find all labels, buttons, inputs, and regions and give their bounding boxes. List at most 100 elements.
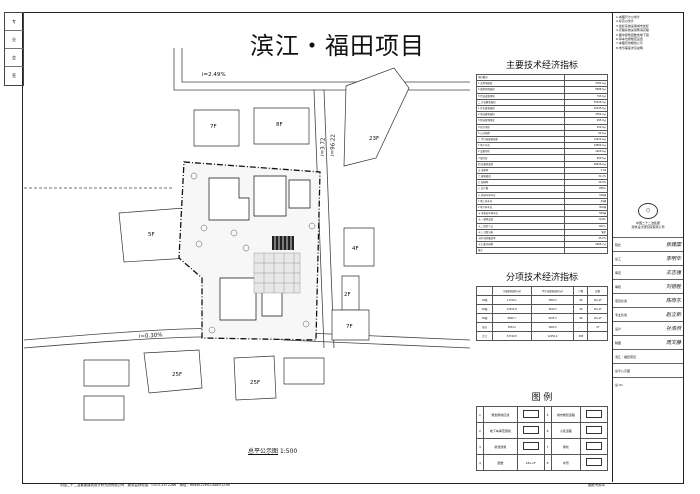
role-label: 项目负责 (615, 298, 628, 303)
role-label: 制图 (615, 340, 622, 345)
legend-number: 2 (476, 422, 484, 439)
sub-cell: 1820.0 (530, 322, 575, 332)
label-7f-left: 7F (210, 124, 217, 130)
legend-sample: 28+1F (525, 460, 536, 465)
signature-row: 制图周文静 (613, 335, 683, 349)
grade-top: i=2.49% (202, 72, 226, 78)
site-plan[interactable]: 7F 8F 23F 5F 4F 2F 7F 25F 25F i=2.49% i=… (24, 48, 470, 460)
sub-cell: - (573, 322, 589, 332)
indicator-label: 备注 (476, 247, 565, 255)
note-line: 5.图中建筑层数含地下层 (616, 32, 649, 37)
building-7f-left (193, 109, 240, 147)
sub-header-cell: 计容建筑面积(㎡) (491, 286, 532, 296)
sub-header-cell: 层数 (587, 286, 608, 296)
legend-number: 6 (543, 422, 552, 439)
sub-cell: 10454.8 (491, 304, 532, 314)
drawing-title: 滨江・福田项目 (250, 32, 425, 60)
label-2f: 2F (344, 292, 351, 298)
grade-right-2: i=96.22 (330, 134, 337, 156)
strip-cell: 业 (5, 31, 23, 49)
footer-company: 中国二十二冶集团建筑设计研究院有限公司 (60, 483, 125, 487)
sub-header-cell: 户数 (573, 286, 589, 296)
note-line: 8.未尽事宜详见说明 (616, 45, 643, 50)
new-buildings (208, 175, 311, 321)
sub-cell: 2975.3 (530, 313, 575, 323)
company-logo-icon: ⬡ (638, 203, 658, 220)
signature: 刘德胜 (665, 284, 681, 291)
signature-row: 设计孙浩然 (613, 321, 683, 335)
footer-phone: 服务监督电话：0315-3372266 (127, 483, 177, 487)
legend-label: 地下车库范围线 (482, 422, 518, 439)
sub-cell: 96 (573, 295, 589, 305)
signature: 陈晓东 (665, 298, 681, 305)
company-name-1: 中国二十二冶集团 (635, 221, 660, 226)
legend-swatch-icon (586, 458, 603, 466)
strip-cell: 专 (5, 13, 23, 31)
strip-cell: 会 (5, 49, 23, 67)
building-labels: 7F 8F 23F 5F 4F 2F 7F 25F 25F (148, 122, 379, 386)
grade-left: i=0.30% (139, 332, 163, 340)
sub-cell: 3504.2 (491, 322, 532, 332)
legend-swatch-icon (586, 410, 603, 418)
surrounding-buildings (83, 67, 410, 421)
grade-right: i=3.72 (320, 137, 327, 156)
signature: 张建国 (665, 242, 681, 249)
sub-cell: 18+1F (587, 304, 608, 314)
legend-symbol (516, 438, 545, 455)
project-name-row: 滨江・福田项目 (613, 349, 683, 363)
legend-swatch-icon (522, 442, 539, 450)
sub-cell: 96 (573, 313, 589, 323)
signature: 赵立新 (665, 312, 681, 319)
drawing-no-row: 总-01 (613, 377, 683, 391)
signature: 王志强 (665, 270, 681, 277)
sub-cell: 288 (573, 331, 589, 341)
sub-cell: 96 (573, 304, 589, 314)
signature-row: 审核刘德胜 (613, 279, 683, 293)
note-line: 7.本图仅供规划公示 (616, 41, 643, 46)
indicator-row: 备注 (476, 247, 608, 255)
legend-label: 水景 (550, 454, 582, 471)
signature-row: 专业负责赵立新 (613, 307, 683, 321)
legend-symbol (580, 406, 608, 423)
signature: 李明华 (665, 256, 681, 263)
main-indicator-title: 主要技术经济指标 (505, 61, 578, 71)
note-line: 3.坐标系统采用城市坐标 (616, 23, 649, 28)
sub-cell: 8000.7 (491, 313, 532, 323)
role-label: 审定 (615, 270, 622, 275)
legend-symbol (516, 422, 545, 439)
sub-cell: 18+1F (587, 295, 608, 305)
label-5f: 5F (148, 232, 155, 238)
legend-label: 层数 (482, 454, 518, 471)
legend-swatch-icon (522, 410, 539, 418)
sub-header-cell: 不计容建筑面积(㎡) (530, 286, 575, 296)
sub-header-cell (476, 286, 493, 296)
building-25f-b (233, 355, 277, 401)
sub-cell: 18+1F (587, 313, 608, 323)
signature: 孙浩然 (665, 326, 681, 333)
legend-label: 规划用地红线 (482, 406, 518, 423)
company-name-2: 建筑设计研究院有限公司 (631, 225, 665, 230)
note-line: 2.标高以米计 (616, 19, 634, 24)
legend-symbol (580, 454, 608, 471)
note-line: 1.本图尺寸以米计 (616, 15, 640, 19)
road-grade-labels: i=2.49% i=0.30% i=3.72 i=96.22 (139, 72, 337, 340)
footer-web: 网址：WWW.22MCCBDRI.COM (179, 483, 230, 487)
signature-row: 院长张建国 (613, 237, 683, 251)
legend-number: 4 (476, 454, 484, 471)
note-line: 6.停车位按规范设置 (616, 37, 643, 42)
label-4f: 4F (352, 246, 359, 252)
company-logo: ⬡ 中国二十二冶集团 建筑设计研究院有限公司 (621, 203, 675, 229)
building-25f-a (143, 349, 203, 394)
